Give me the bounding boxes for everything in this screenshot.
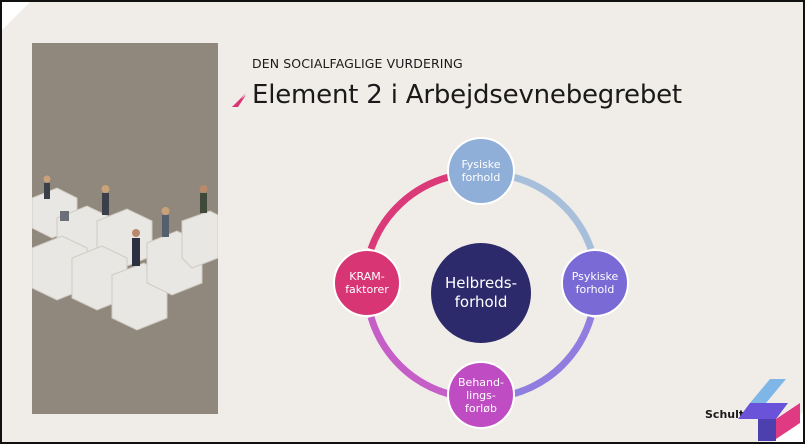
node-label: KRAM- faktorer: [345, 270, 389, 296]
schultz-logo-icon: [738, 379, 800, 441]
title-triangle-icon: [232, 93, 246, 107]
illustration-image: [32, 43, 218, 414]
center-node-label: Helbreds- forhold: [444, 274, 517, 311]
node-label: Behand- lings- forløb: [458, 375, 504, 415]
node-label: Fysiske forhold: [461, 158, 501, 184]
node-kram: KRAM- faktorer: [333, 249, 401, 317]
slide-subtitle: DEN SOCIALFAGLIGE VURDERING: [252, 56, 463, 71]
node-fysiske: Fysiske forhold: [447, 137, 515, 205]
slide-title: Element 2 i Arbejdsevnebegrebet: [252, 80, 682, 110]
node-psykiske: Psykiske forhold: [561, 249, 629, 317]
center-node: Helbreds- forhold: [431, 243, 531, 343]
corner-accent-top-left: [2, 2, 30, 30]
node-behandling: Behand- lings- forløb: [447, 361, 515, 429]
node-label: Psykiske forhold: [571, 270, 619, 296]
